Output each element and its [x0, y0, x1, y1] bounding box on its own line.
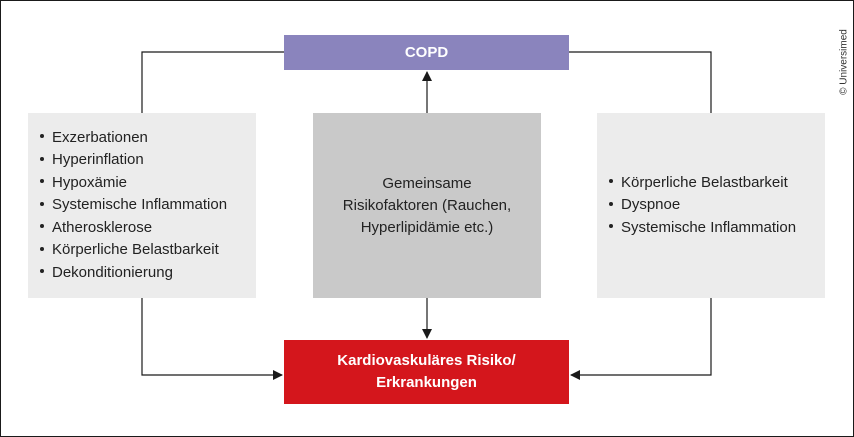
bullet-icon	[609, 179, 613, 184]
copyright-text: © Universimed	[838, 29, 850, 95]
list-item: Systemische Inflammation	[40, 194, 227, 217]
bullet-icon	[609, 201, 613, 206]
connector-right-top	[569, 51, 712, 113]
list-item: Exzerbationen	[40, 127, 227, 150]
list-item: Dekonditionierung	[40, 262, 227, 285]
bullet-icon	[40, 246, 44, 251]
bullet-icon	[40, 224, 44, 229]
copd-label: COPD	[404, 44, 449, 61]
list-item-label: Dekonditionierung	[52, 263, 173, 281]
shared-risk-factors-box: Gemeinsame Risikofaktoren (Rauchen, Hype…	[313, 113, 541, 298]
copyright-credit: © Universimed	[837, 22, 851, 102]
connector-left-top	[141, 51, 284, 113]
bullet-icon	[40, 201, 44, 206]
bullet-icon	[40, 269, 44, 274]
list-item: Hypoxämie	[40, 172, 227, 195]
list-item-label: Hypoxämie	[52, 173, 128, 191]
list-item: Körperliche Belastbarkeit	[40, 239, 227, 262]
arrow-right-to-cardio	[570, 298, 712, 380]
cardio-consequences-box: Körperliche Belastbarkeit Dyspnoe System…	[597, 113, 825, 298]
list-item-label: Atherosklerose	[52, 218, 153, 236]
list-item: Hyperinflation	[40, 149, 227, 172]
list-item-label: Systemische Inflammation	[621, 218, 797, 236]
copd-consequences-list: Exzerbationen Hyperinflation Hypoxämie S…	[40, 127, 227, 285]
copd-box: COPD	[284, 35, 569, 70]
shared-risk-line-2: Risikofaktoren (Rauchen,	[342, 196, 512, 214]
cardio-consequences-list: Körperliche Belastbarkeit Dyspnoe System…	[609, 172, 796, 240]
shared-risk-line-3: Hyperlipidämie etc.)	[360, 218, 494, 236]
arrow-left-to-cardio	[141, 298, 283, 380]
copd-consequences-box: Exzerbationen Hyperinflation Hypoxämie S…	[28, 113, 256, 298]
list-item: Systemische Inflammation	[609, 217, 796, 240]
cardio-line-1: Kardiovaskuläres Risiko/	[337, 352, 516, 369]
list-item-label: Hyperinflation	[52, 151, 144, 169]
list-item-label: Exzerbationen	[52, 128, 148, 146]
bullet-icon	[40, 156, 44, 161]
list-item-label: Systemische Inflammation	[52, 196, 228, 214]
bullet-icon	[40, 179, 44, 184]
cardio-line-2: Erkrankungen	[376, 374, 477, 391]
list-item-label: Körperliche Belastbarkeit	[621, 173, 788, 191]
bullet-icon	[609, 224, 613, 229]
list-item: Atherosklerose	[40, 217, 227, 240]
list-item: Dyspnoe	[609, 194, 796, 217]
list-item-label: Körperliche Belastbarkeit	[52, 241, 219, 259]
list-item: Körperliche Belastbarkeit	[609, 172, 796, 195]
cardiovascular-risk-box: Kardiovaskuläres Risiko/ Erkrankungen	[284, 340, 569, 404]
bullet-icon	[40, 134, 44, 139]
shared-risk-line-1: Gemeinsame	[382, 174, 472, 192]
list-item-label: Dyspnoe	[621, 196, 681, 214]
